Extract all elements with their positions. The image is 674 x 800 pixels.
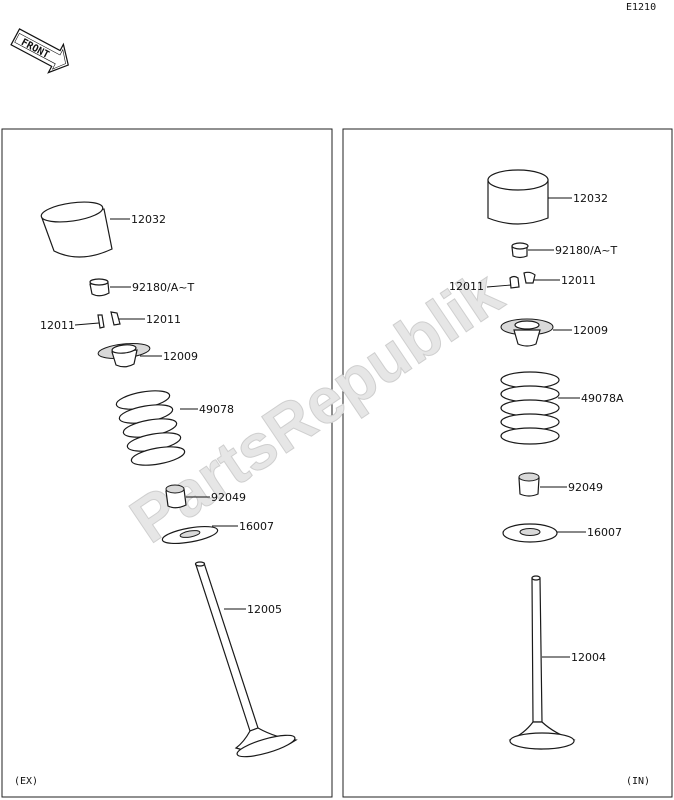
- panel-intake-frame: [342, 128, 673, 798]
- panel-caption-exhaust: (EX): [14, 776, 38, 787]
- tappet-part: [40, 201, 113, 258]
- label-valve: 12005: [247, 603, 282, 616]
- stem-seal-part: [165, 484, 187, 509]
- panel-caption-intake: (IN): [626, 776, 650, 787]
- shim-part: [511, 242, 529, 259]
- diagram-code: E1210: [626, 2, 656, 13]
- label-seal: 92049: [568, 481, 603, 494]
- label-shim: 92180/A~T: [555, 244, 617, 257]
- label-keeper-right: 12011: [561, 274, 596, 287]
- label-tappet: 12032: [131, 213, 166, 226]
- watermark: PartsRepublik: [118, 256, 515, 557]
- keepers-part: [97, 311, 121, 329]
- label-valve: 12004: [571, 651, 606, 664]
- retainer-part: [500, 318, 554, 347]
- keepers-part: [509, 271, 536, 289]
- label-seal: 92049: [211, 491, 246, 504]
- stem-seal-part: [518, 472, 540, 497]
- label-keeper-right: 12011: [146, 313, 181, 326]
- spring-seat-part: [161, 525, 219, 545]
- spring-seat-part: [502, 523, 558, 543]
- label-retainer: 12009: [163, 350, 198, 363]
- label-tappet: 12032: [573, 192, 608, 205]
- shim-part: [89, 278, 110, 297]
- label-spring: 49078A: [581, 392, 624, 405]
- intake-valve-part: [508, 575, 576, 750]
- label-seat: 16007: [587, 526, 622, 539]
- label-keeper-left: 12011: [40, 319, 75, 332]
- label-retainer: 12009: [573, 324, 608, 337]
- panel-exhaust-frame: [1, 128, 333, 798]
- label-seat: 16007: [239, 520, 274, 533]
- retainer-part: [97, 343, 151, 368]
- label-shim: 92180/A~T: [132, 281, 194, 294]
- spring-part: [500, 371, 560, 445]
- exhaust-valve-part: [194, 561, 298, 758]
- panel-intake: 12032 92180/A~T 12011 12011 12009: [449, 169, 650, 787]
- front-arrow-icon: FRONT: [10, 28, 69, 74]
- spring-part: [115, 390, 186, 466]
- panel-exhaust: 12032 92180/A~T 12011 12011 12009: [14, 201, 298, 787]
- label-keeper-left: 12011: [449, 280, 484, 293]
- label-spring: 49078: [199, 403, 234, 416]
- tappet-part: [487, 169, 549, 225]
